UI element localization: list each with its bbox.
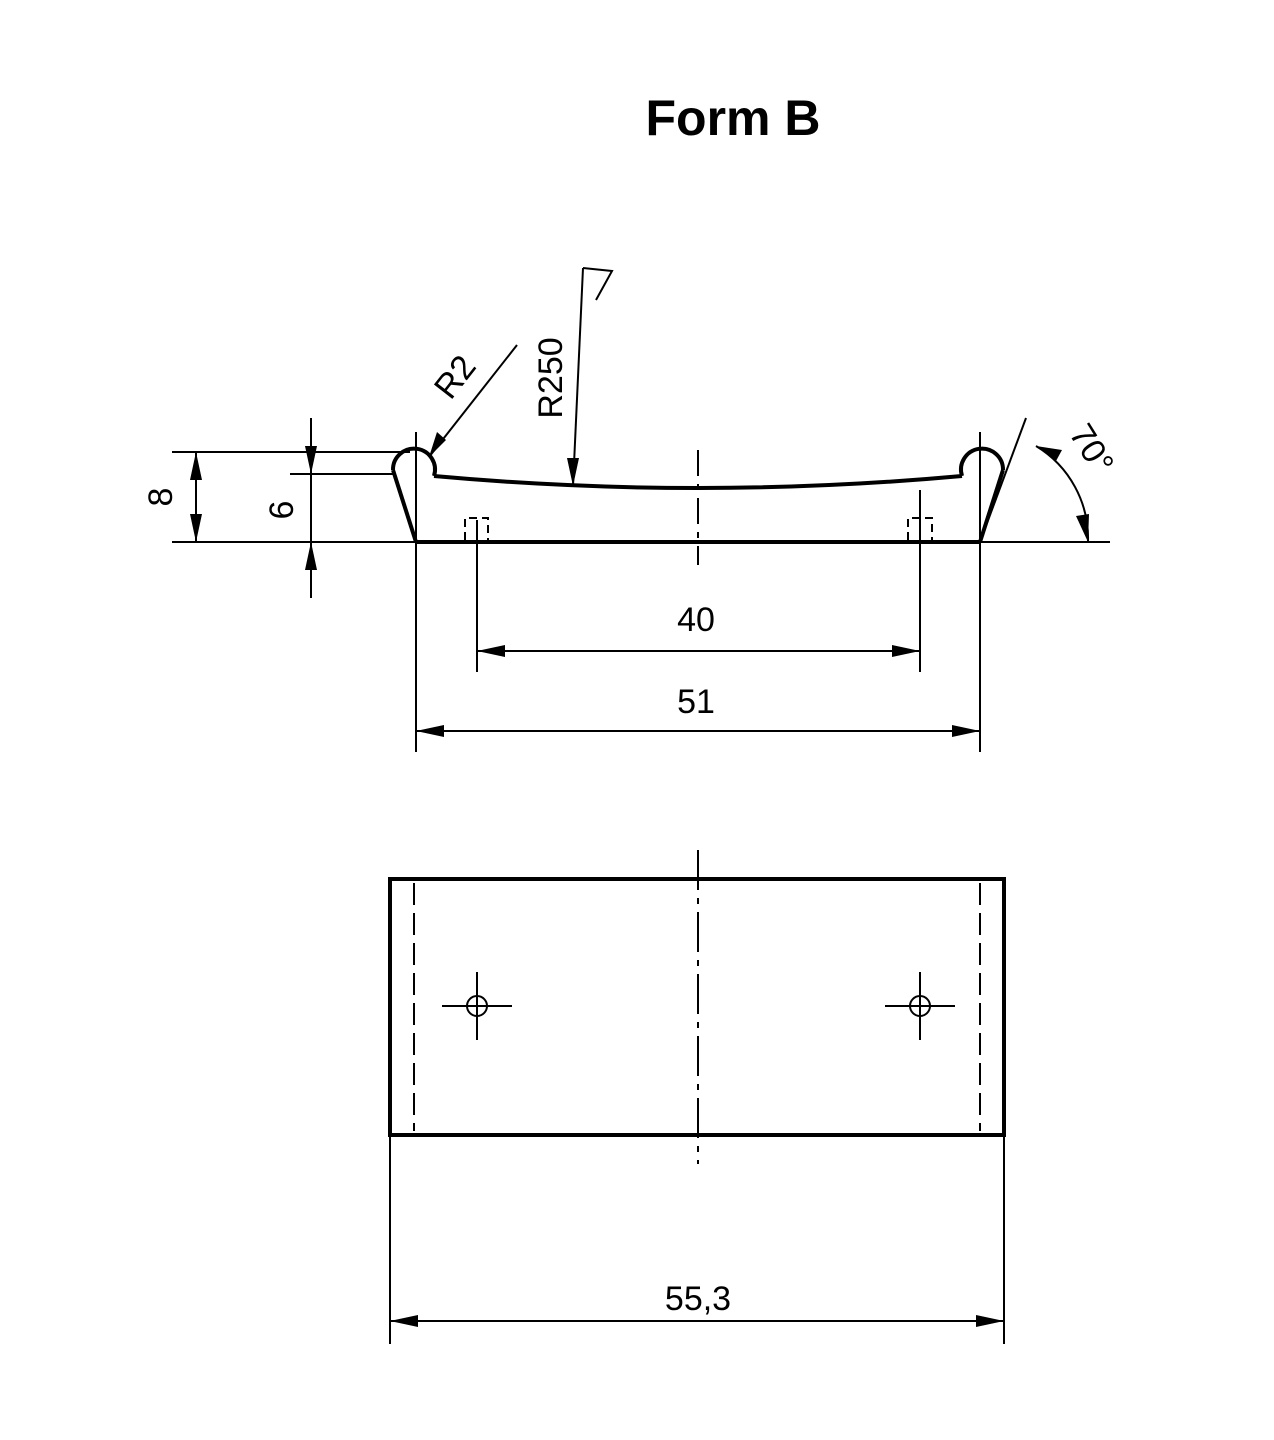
arrow-r2	[429, 432, 446, 457]
angle-leg	[979, 417, 1027, 543]
leader-break-mark	[582, 267, 614, 301]
arrow-40-left	[477, 645, 505, 657]
dim-text-51: 51	[677, 683, 715, 721]
drawing-title: Form B	[646, 90, 821, 146]
dim-text-6: 6	[263, 501, 301, 520]
arrow-r250	[567, 458, 579, 486]
arrow-6-bottom	[305, 542, 317, 570]
arrow-55-left	[390, 1315, 418, 1327]
dim-text-angle: 70°	[1062, 417, 1121, 481]
right-bead	[959, 446, 1006, 477]
left-bead	[390, 446, 437, 477]
top-view: 55,3	[388, 850, 1006, 1344]
arrow-51-left	[416, 725, 444, 737]
dim-text-40: 40	[677, 601, 715, 639]
leader-r250	[572, 267, 584, 487]
dim-text-55: 55,3	[665, 1280, 731, 1318]
arrow-40-right	[892, 645, 920, 657]
hidden-pin-left	[464, 517, 489, 540]
dim-text-r250: R250	[532, 337, 570, 418]
dim-text-8: 8	[142, 488, 180, 507]
side-view: 8 6 R2 R250 70° 40 51	[142, 267, 1121, 752]
arrow-angle-bottom	[1076, 514, 1089, 542]
left-flank	[391, 469, 418, 543]
arrow-angle-top	[1036, 446, 1062, 461]
arrow-51-right	[952, 725, 980, 737]
arrow-8-bottom	[190, 514, 202, 542]
arrow-55-right	[976, 1315, 1004, 1327]
arrow-6-top	[305, 446, 317, 474]
arrow-8-top	[190, 452, 202, 480]
